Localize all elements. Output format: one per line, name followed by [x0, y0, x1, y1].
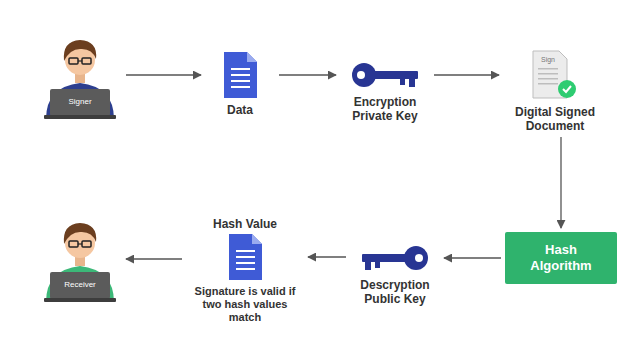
icon-node: Descryption Public Key [350, 243, 440, 306]
icon-node: Receiver [38, 216, 122, 302]
icon: Receiver [38, 216, 122, 302]
caption: Signature is valid if two hash values ma… [186, 285, 304, 324]
arrow-connector [126, 74, 201, 75]
box-label: Hash Algorithm [521, 242, 601, 274]
document-line [538, 68, 558, 70]
glasses [69, 58, 78, 64]
laptop-lid [50, 272, 110, 299]
document-line [538, 73, 558, 75]
arrow-connector [279, 74, 336, 75]
document-line [236, 250, 255, 252]
glasses [82, 58, 91, 64]
document-icon [224, 52, 257, 98]
icon: Signer [38, 33, 122, 119]
person-body [46, 266, 114, 302]
person-body [46, 83, 114, 119]
icon-label: Signer [52, 97, 108, 106]
arrow-connector [434, 74, 499, 75]
icon [350, 60, 420, 90]
document-line [231, 80, 250, 82]
document-line [236, 256, 255, 258]
document-line [538, 78, 558, 80]
icon-node: SignDigital Signed Document [503, 50, 607, 133]
key-icon [362, 246, 428, 270]
document-icon [229, 234, 262, 280]
check-badge [558, 80, 576, 98]
document-line [231, 74, 250, 76]
icon-art [38, 33, 122, 119]
icon-art [222, 52, 258, 98]
icon-art [227, 234, 263, 280]
icon-art [360, 243, 430, 273]
icon-node: Data [205, 52, 275, 117]
arrow-connector [560, 137, 561, 228]
document-line [231, 86, 250, 88]
icon-label: Receiver [52, 280, 108, 289]
arrow-connector [444, 257, 501, 258]
document-line [538, 83, 558, 85]
document-line [236, 262, 255, 264]
laptop-base [44, 298, 116, 302]
laptop-base [44, 115, 116, 119]
icon-node: Hash ValueSignature is valid if two hash… [186, 217, 304, 324]
glasses-bridge [78, 60, 82, 61]
caption: Encryption Private Key [340, 95, 430, 123]
check-mark [563, 86, 571, 92]
caption: Digital Signed Document [503, 105, 607, 133]
icon-art [38, 216, 122, 302]
arrow-connector [308, 256, 346, 257]
document-line [236, 268, 255, 270]
caption: Descryption Public Key [350, 278, 440, 306]
icon-label: Sign [535, 55, 561, 64]
document-line [231, 68, 250, 70]
caption: Data [205, 103, 275, 117]
key-icon [352, 63, 418, 87]
document-fold [247, 52, 257, 62]
document-fold [252, 234, 262, 244]
process-box: Hash Algorithm [505, 232, 617, 284]
arrow-connector [126, 258, 182, 259]
caption: Hash Value [186, 217, 304, 231]
laptop-lid [50, 89, 110, 116]
icon-node: Encryption Private Key [340, 60, 430, 123]
icon-node: Signer [38, 33, 122, 119]
glasses [69, 241, 78, 247]
icon: Sign [532, 50, 578, 100]
icon [227, 234, 263, 280]
glasses [82, 241, 91, 247]
icon [222, 52, 258, 98]
glasses-bridge [78, 243, 82, 244]
icon [360, 243, 430, 273]
icon-art [350, 60, 420, 90]
